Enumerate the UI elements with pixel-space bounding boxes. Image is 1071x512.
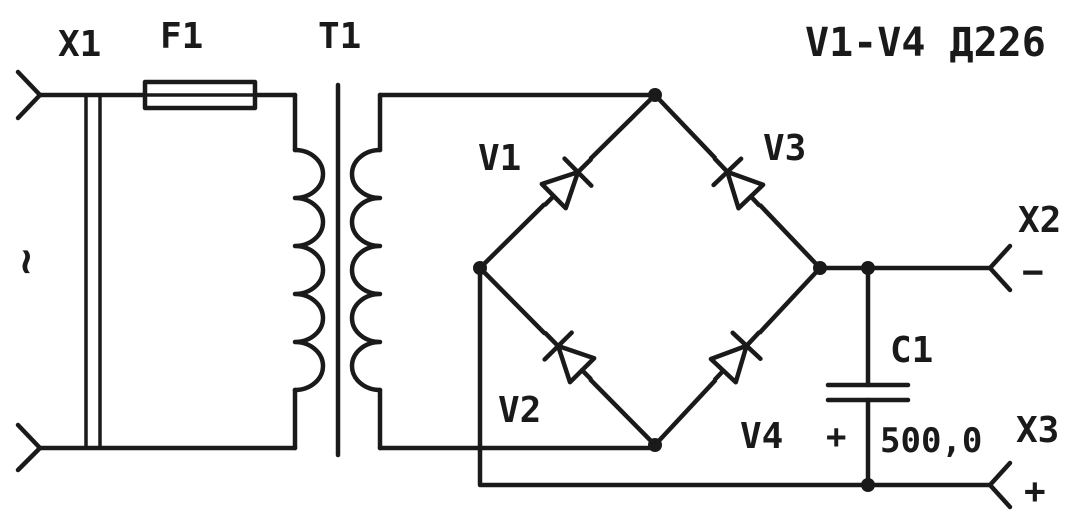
x2-label: X2 [1018, 200, 1061, 241]
diode-v1 [531, 145, 605, 219]
capacitor-c1 [825, 265, 911, 488]
output-positive-wire [477, 265, 1013, 510]
diode-v2 [531, 319, 605, 393]
t1-label: T1 [318, 16, 361, 57]
v2-label: V2 [498, 390, 541, 431]
node-bottom [648, 438, 662, 452]
output-negative-wire [817, 243, 1013, 293]
v1-label: V1 [478, 138, 521, 179]
x3-polarity-label: + [1024, 471, 1046, 512]
x1-connector-bottom [15, 422, 298, 473]
ac-symbol-label: ~ [0, 249, 51, 276]
x3-label: X3 [1016, 410, 1059, 451]
c1-polarity-label: + [826, 417, 846, 457]
x1-cable [84, 95, 102, 448]
fuse-f1 [142, 79, 298, 111]
v3-label: V3 [763, 128, 806, 169]
title-label: V1-V4 Д226 [805, 20, 1046, 66]
transformer-secondary [349, 92, 383, 451]
node-top [648, 88, 662, 102]
x1-connector-top [15, 69, 148, 121]
diode-v4 [700, 318, 774, 394]
c1-value-label: 500,0 [880, 421, 982, 461]
diode-v3 [700, 145, 774, 219]
transformer-primary [292, 92, 326, 451]
f1-label: F1 [160, 16, 203, 57]
x2-polarity-label: − [1022, 252, 1044, 293]
x1-label: X1 [58, 24, 101, 65]
c1-label: C1 [890, 330, 933, 371]
node-c1-bottom [861, 478, 875, 492]
v4-label: V4 [740, 416, 783, 457]
bridge-input-wires [377, 92, 658, 451]
